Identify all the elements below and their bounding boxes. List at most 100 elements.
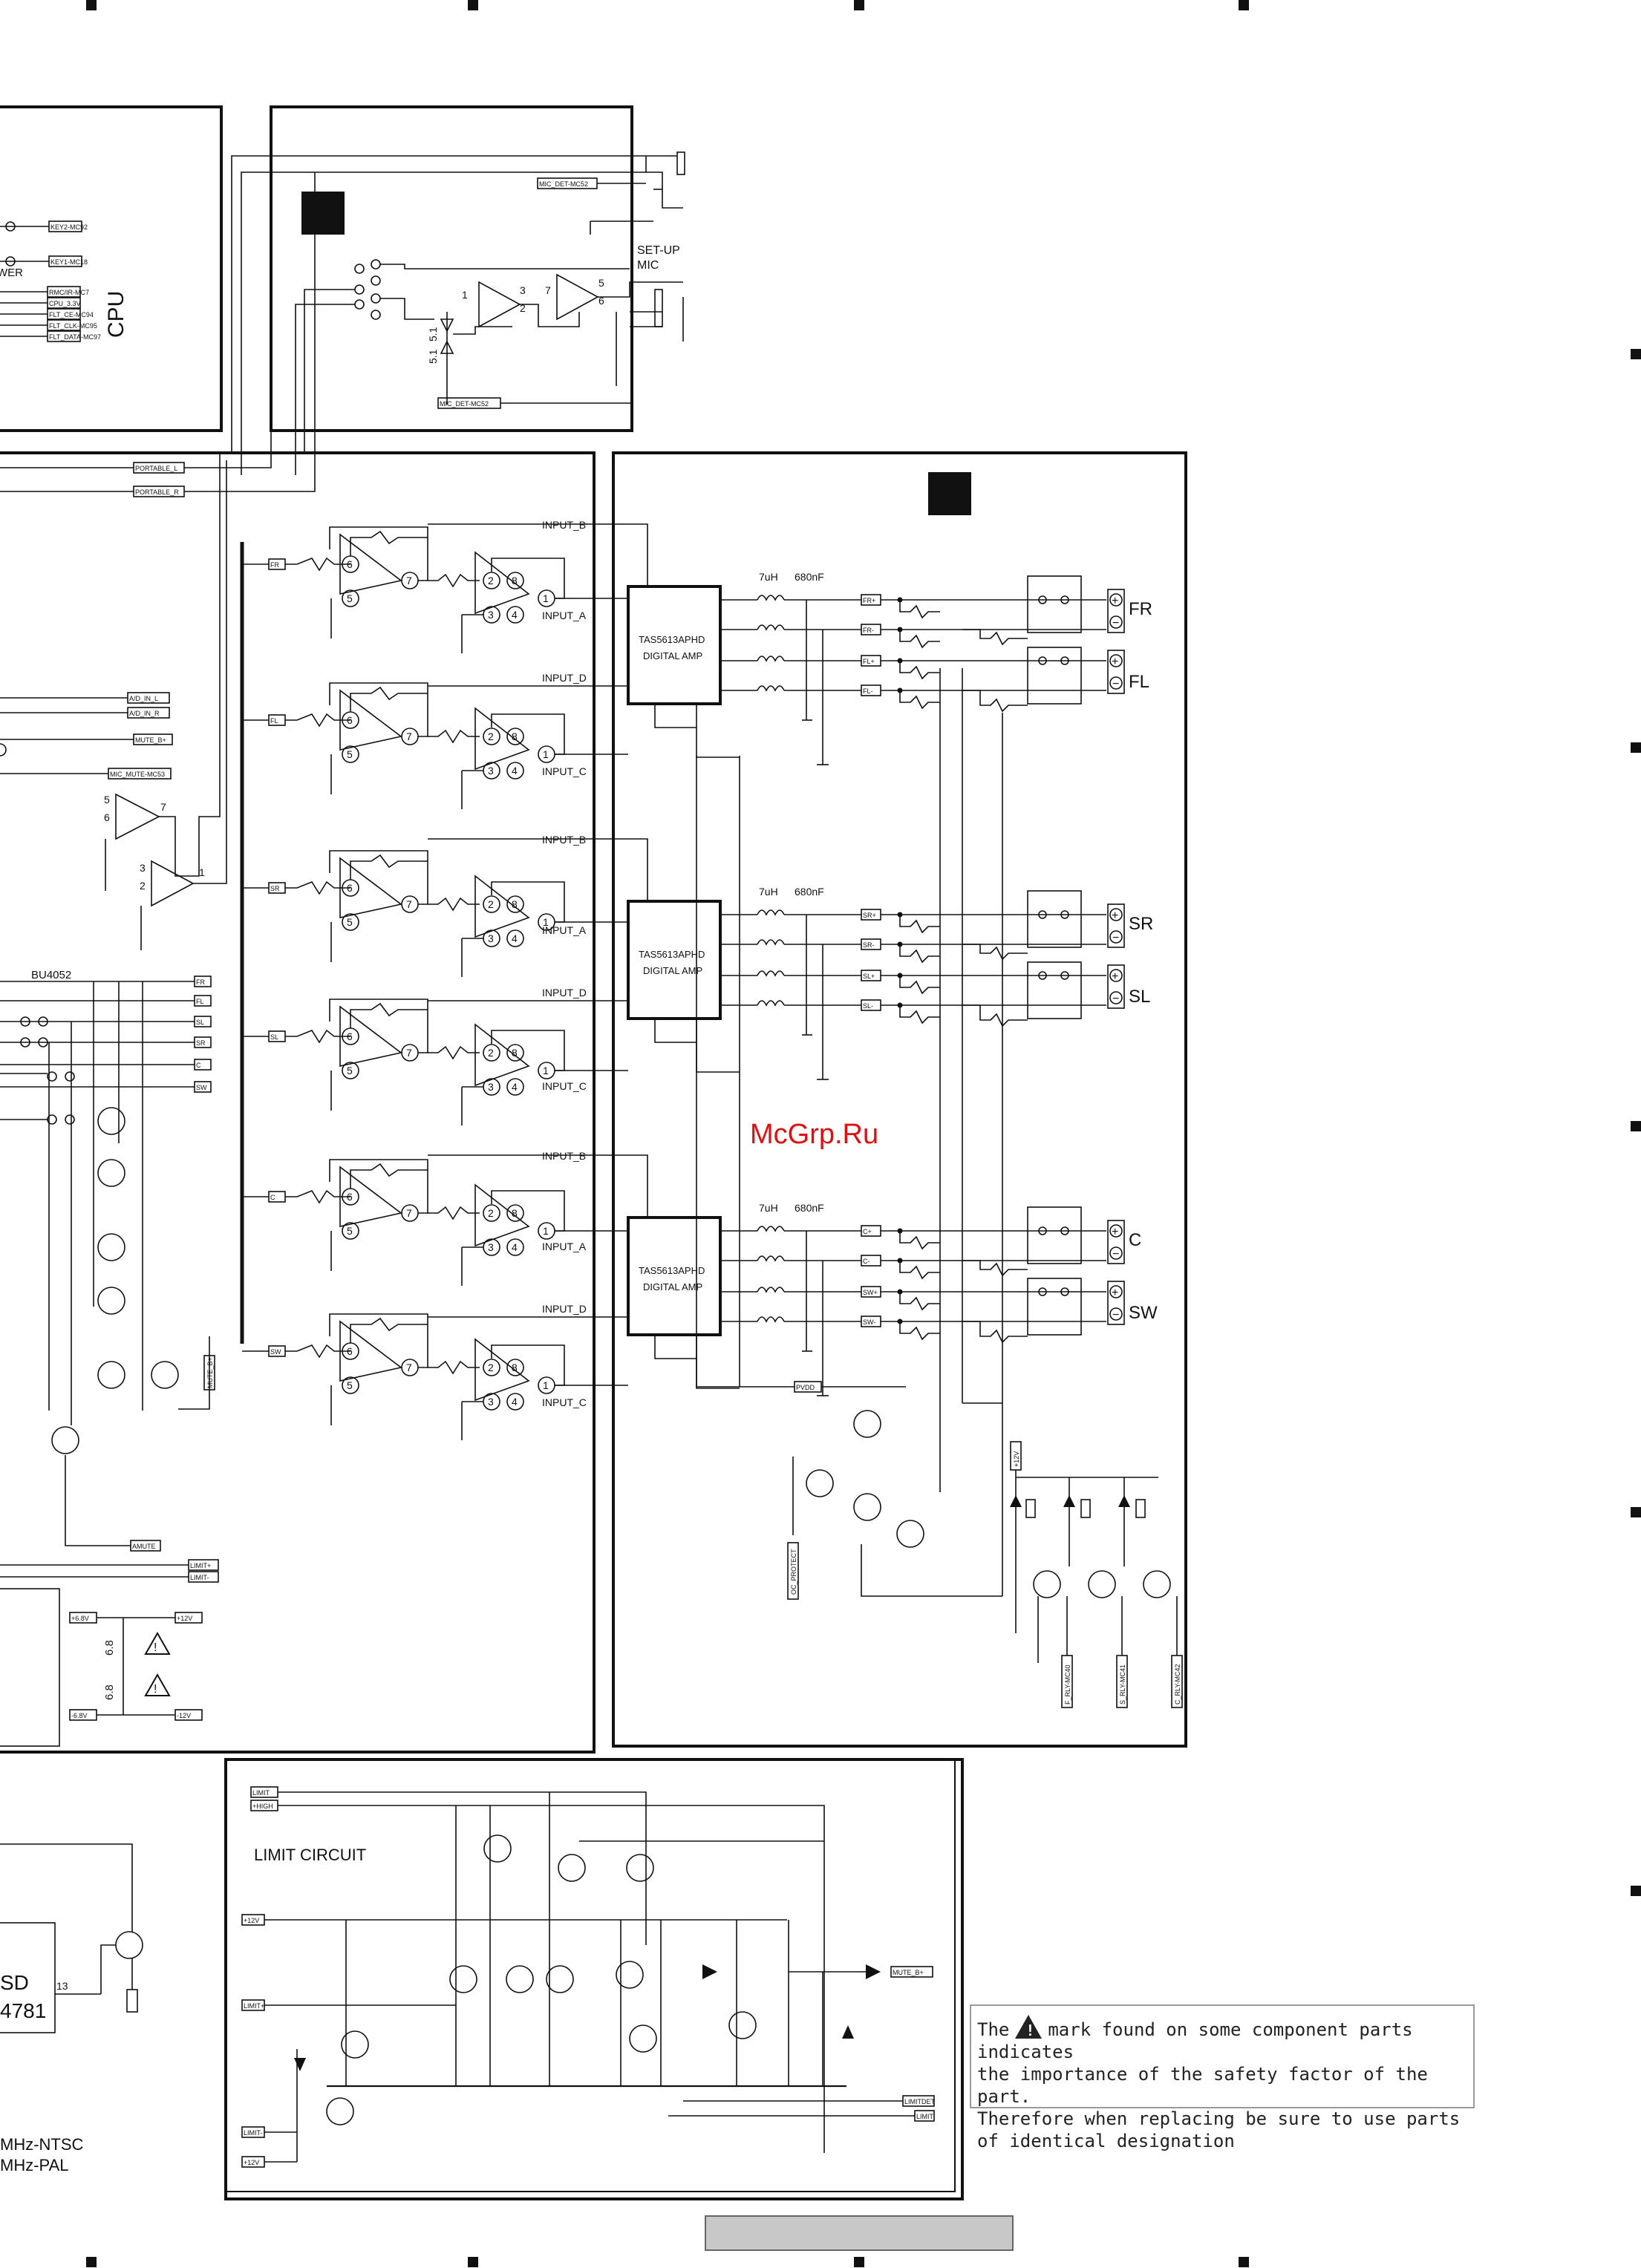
- tas5613-ic: [627, 900, 722, 1020]
- cpu-signal-tags: KEY2-MC92 KEY1-MC18 RMC/IR-MC7 CPU_3.3V …: [0, 220, 101, 342]
- sub-frame: [0, 1922, 56, 2033]
- svg-text:5: 5: [104, 794, 110, 805]
- svg-text:5.1: 5.1: [427, 327, 439, 341]
- op-amp-symbol: [339, 689, 402, 751]
- svg-text:MUTE_B+: MUTE_B+: [206, 1357, 214, 1388]
- svg-text:4: 4: [512, 765, 518, 777]
- amp-channel-group: INPUT_BINPUT_AINPUT_DINPUT_CTAS5613APHDD…: [428, 1150, 1158, 1408]
- svg-text:5: 5: [598, 277, 604, 289]
- op-amp-symbol: [339, 1320, 402, 1382]
- cpu-label: CPU: [104, 291, 128, 338]
- svg-text:SR+: SR+: [863, 912, 876, 919]
- input-a-label: INPUT_A: [542, 610, 587, 621]
- note-line2: the importance of the safety factor of t…: [977, 2064, 1428, 2107]
- amp-channel-group: INPUT_BINPUT_AINPUT_DINPUT_CTAS5613APHDD…: [428, 519, 1152, 777]
- svg-text:1: 1: [543, 1225, 549, 1237]
- amp-channel-group: INPUT_BINPUT_AINPUT_DINPUT_CTAS5613APHDD…: [428, 834, 1153, 1092]
- svg-text:4781: 4781: [0, 1999, 46, 2022]
- svg-text:FR-: FR-: [863, 627, 874, 634]
- svg-text:2: 2: [488, 898, 494, 910]
- svg-text:6: 6: [347, 1030, 353, 1042]
- svg-text:4: 4: [512, 1396, 518, 1408]
- bu4052-channel-tags: FR FL SL SR C SW: [0, 542, 244, 1425]
- svg-text:+12V: +12V: [244, 2159, 259, 2166]
- svg-text:2: 2: [488, 1047, 494, 1059]
- svg-text:6: 6: [598, 295, 604, 307]
- svg-text:5: 5: [347, 748, 353, 760]
- svg-text:2: 2: [488, 731, 494, 742]
- svg-text:+12V: +12V: [244, 1917, 259, 1924]
- partial-label: WER: [0, 267, 23, 279]
- svg-text:4: 4: [512, 1081, 518, 1093]
- note-line4: of identical designation: [977, 2131, 1235, 2151]
- tas5613-ic: [627, 1216, 722, 1336]
- registration-mark: [1631, 1886, 1641, 1896]
- ic-part-number: TAS5613APHD: [639, 1265, 705, 1276]
- svg-text:5: 5: [347, 916, 353, 928]
- cpu-block-frame: [0, 105, 223, 432]
- svg-text:7: 7: [160, 801, 166, 813]
- registration-mark: [1239, 2257, 1249, 2267]
- output-channel-label: SR: [1129, 914, 1153, 934]
- svg-text:5.1: 5.1: [427, 349, 439, 364]
- svg-text:2: 2: [520, 302, 526, 314]
- svg-text:MIC: MIC: [637, 259, 659, 272]
- op-amp-symbol: [474, 1023, 530, 1087]
- note-line1-a: The: [977, 2019, 1010, 2040]
- svg-text:3: 3: [520, 284, 526, 296]
- amp-block-frame: [612, 451, 1187, 1748]
- block-marker: [928, 472, 971, 515]
- channel-tag-text: SL: [270, 1033, 278, 1041]
- capacitor-value: 680nF: [795, 571, 824, 583]
- svg-text:FLT_CLK-MC95: FLT_CLK-MC95: [49, 322, 97, 330]
- svg-text:MIC_MUTE-MC53: MIC_MUTE-MC53: [110, 771, 165, 778]
- svg-text:LIMIT-: LIMIT-: [244, 2129, 263, 2137]
- svg-text:LIMIT: LIMIT: [916, 2113, 934, 2120]
- svg-text:8: 8: [512, 1362, 518, 1373]
- input-d-label: INPUT_D: [542, 1303, 587, 1315]
- svg-text:3: 3: [140, 862, 146, 874]
- svg-text:7: 7: [406, 1207, 412, 1219]
- svg-text:PVDD: PVDD: [796, 1384, 815, 1391]
- svg-text:8: 8: [512, 898, 518, 910]
- svg-text:A/D_IN_R: A/D_IN_R: [129, 710, 160, 717]
- svg-text:MHz-PAL: MHz-PAL: [0, 2156, 69, 2174]
- svg-text:AMUTE: AMUTE: [132, 1543, 156, 1550]
- op-amp-symbol: [339, 1166, 402, 1227]
- input-d-label: INPUT_D: [542, 987, 587, 999]
- svg-text:1: 1: [543, 916, 549, 928]
- svg-text:3: 3: [488, 609, 494, 621]
- registration-mark: [1631, 349, 1641, 359]
- svg-text:SL: SL: [196, 1019, 204, 1026]
- registration-mark: [1631, 1121, 1641, 1131]
- svg-text:5: 5: [347, 592, 353, 604]
- speaker-terminal: [1107, 650, 1125, 694]
- registration-mark: [854, 0, 864, 10]
- svg-text:5: 5: [347, 1379, 353, 1391]
- relay-box: [1027, 1278, 1082, 1336]
- svg-text:13: 13: [56, 1980, 68, 1992]
- op-amp-symbol: [474, 1183, 530, 1247]
- svg-text:6: 6: [347, 558, 353, 570]
- registration-mark: [468, 2257, 478, 2267]
- svg-text:+: +: [1112, 595, 1118, 607]
- svg-text:+: +: [1112, 909, 1118, 922]
- svg-text:FLT_DATA-MC97: FLT_DATA-MC97: [49, 333, 101, 341]
- svg-text:2: 2: [488, 1362, 494, 1373]
- svg-text:KEY2-MC92: KEY2-MC92: [50, 223, 88, 231]
- mute-transistors: MUTE_B+ AMUTE LIMIT+ LIMIT-: [0, 1107, 219, 1583]
- capacitor-value: 680nF: [795, 886, 824, 898]
- svg-text:F_RLY-MC40: F_RLY-MC40: [1064, 1664, 1071, 1705]
- svg-text:A/D_IN_L: A/D_IN_L: [129, 695, 158, 702]
- svg-text:-6.8V: -6.8V: [71, 1712, 88, 1719]
- supply-regulator: +6.8V +12V -6.8V -12V 6.8 6.8 ! !: [69, 1612, 203, 1721]
- svg-text:KEY1-MC18: KEY1-MC18: [50, 258, 88, 266]
- svg-text:−: −: [1112, 932, 1119, 944]
- svg-text:SD: SD: [0, 1971, 29, 1994]
- sub-frame: [0, 1588, 60, 1747]
- svg-text:MUTE_B+: MUTE_B+: [893, 1969, 924, 1976]
- svg-text:5: 5: [347, 1225, 353, 1237]
